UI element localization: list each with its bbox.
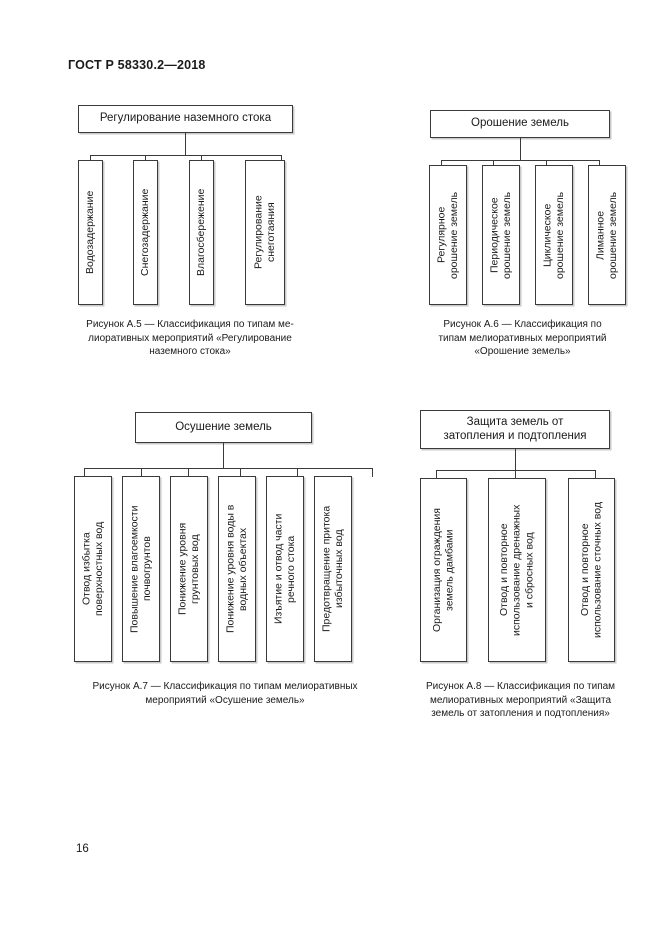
- diagram-a7-drop-3: [188, 468, 189, 477]
- figure-a5: Регулирование наземного стока Водозадерж…: [60, 100, 320, 315]
- diagram-a5-drop-4: [281, 155, 282, 161]
- diagram-a7-drop-4: [240, 468, 241, 477]
- diagram-a6-child-3: Циклическое орошение земель: [535, 165, 573, 305]
- diagram-a7-drop-1: [84, 468, 85, 477]
- diagram-a7-child-3: Понижение уровня грунтовых вод: [170, 476, 208, 662]
- diagram-a5-root-label: Регулирование наземного стока: [99, 112, 272, 125]
- figure-a8-caption: Рисунок А.8 — Классификация по типам мел…: [425, 681, 616, 719]
- diagram-a6-child-4: Лиманное орошение земель: [588, 165, 626, 305]
- diagram-a6-child-1: Регулярное орошение земель: [429, 165, 467, 305]
- diagram-a7-child-6-label: Предотвращение притока избыточных вод: [320, 505, 345, 633]
- diagram-a6-child-2: Периодическое орошение земель: [482, 165, 520, 305]
- diagram-a5-bus: [90, 155, 281, 156]
- diagram-a8-root-label: Защита земель от затопления и подтоплени…: [443, 415, 587, 442]
- diagram-a7-bus: [84, 468, 372, 469]
- diagram-a7-child-2-label: Повышение влагоемкости почвогрунтов: [128, 505, 153, 633]
- diagram-a5-drop-1: [90, 155, 91, 161]
- figure-a7: Осушение земель Отвод избытка поверхност…: [60, 405, 390, 670]
- diagram-a5-child-3: Влагосбережение: [189, 160, 214, 305]
- figure-a7-caption: Рисунок А.7 — Классификация по типам мел…: [92, 681, 358, 706]
- diagram-a8-child-3: Отвод и повторное использование сточных …: [568, 478, 615, 662]
- diagram-a7-drop-2: [141, 468, 142, 477]
- diagram-a7-trunk: [223, 443, 224, 468]
- diagram-a5-child-2-label: Снегозадержание: [139, 188, 152, 277]
- document-header: ГОСТ Р 58330.2—2018: [68, 58, 206, 72]
- diagram-a6-child-4-label: Лиманное орошение земель: [594, 191, 619, 279]
- diagram-a6-drop-2: [493, 160, 494, 166]
- diagram-a8-child-1-label: Организация ограждения земель дамбами: [430, 508, 456, 632]
- diagram-a8-child-3-label: Отвод и повторное использование сточных …: [578, 502, 604, 638]
- diagram-a7-child-5-label: Изъятие и отвод части речного стока: [272, 513, 297, 625]
- diagram-a7-child-4-label: Понижение уровня воды в водных объектах: [224, 504, 249, 634]
- diagram-a8-drop-3: [595, 470, 596, 479]
- diagram-a7-child-1: Отвод избытка поверхностных вод: [74, 476, 112, 662]
- diagram-a6-drop-3: [546, 160, 547, 166]
- diagram-a5-child-1: Водозадержание: [78, 160, 103, 305]
- diagram-a6-root-node: Орошение земель: [430, 110, 610, 138]
- diagram-a6-child-3-label: Циклическое орошение земель: [541, 191, 566, 279]
- figure-a8: Защита земель от затопления и подтоплени…: [400, 405, 640, 670]
- page-number: 16: [76, 843, 89, 855]
- diagram-a7-root-label: Осушение земель: [175, 420, 272, 433]
- diagram-a7-child-2: Повышение влагоемкости почвогрунтов: [122, 476, 160, 662]
- diagram-a6-trunk: [520, 138, 521, 160]
- diagram-a7-child-3-label: Понижение уровня грунтовых вод: [176, 522, 201, 616]
- diagram-a8-child-2: Отвод и повторное использование дренажны…: [488, 478, 546, 662]
- diagram-a7-child-1-label: Отвод избытка поверхностных вод: [80, 521, 105, 617]
- diagram-a5-drop-2: [145, 155, 146, 161]
- diagram-a8-drop-2: [515, 470, 516, 479]
- diagram-a8-root-node: Защита земель от затопления и подтоплени…: [420, 410, 610, 449]
- diagram-a7-root-node: Осушение земель: [135, 412, 312, 443]
- diagram-a5-trunk: [185, 133, 186, 155]
- diagram-a7-drop-5: [297, 468, 298, 477]
- diagram-a5-child-1-label: Водозадержание: [84, 190, 97, 275]
- diagram-a5-root-node: Регулирование наземного стока: [78, 105, 293, 133]
- diagram-a5-child-2: Снегозадержание: [133, 160, 158, 305]
- diagram-a6-child-1-label: Регулярное орошение земель: [435, 191, 460, 279]
- diagram-a8-drop-1: [436, 470, 437, 479]
- diagram-a6-drop-4: [599, 160, 600, 166]
- diagram-a5-child-4: Регулирование снеготаяния: [245, 160, 285, 305]
- diagram-a7-child-6: Предотвращение притока избыточных вод: [314, 476, 352, 662]
- diagram-a5-drop-3: [201, 155, 202, 161]
- diagram-a7-child-4: Понижение уровня воды в водных объектах: [218, 476, 256, 662]
- diagram-a8-trunk: [515, 449, 516, 470]
- diagram-a8-child-2-label: Отвод и повторное использование дренажны…: [498, 504, 536, 636]
- figure-a6-caption: Рисунок А.6 — Классификация по типам мел…: [438, 319, 607, 357]
- figure-a6: Орошение земель Регулярное орошение земе…: [405, 100, 640, 315]
- figure-a5-caption: Рисунок А.5 — Классификация по типам ме-…: [86, 319, 294, 357]
- diagram-a8-child-1: Организация ограждения земель дамбами: [420, 478, 467, 662]
- diagram-a6-bus: [441, 160, 599, 161]
- diagram-a6-root-label: Орошение земель: [471, 117, 569, 130]
- diagram-a7-drop-6: [372, 468, 373, 477]
- diagram-a6-child-2-label: Периодическое орошение земель: [488, 191, 513, 279]
- diagram-a5-child-4-label: Регулирование снеготаяния: [252, 195, 277, 270]
- diagram-a5-child-3-label: Влагосбережение: [195, 188, 208, 277]
- diagram-a7-child-5: Изъятие и отвод части речного стока: [266, 476, 304, 662]
- diagram-a6-drop-1: [441, 160, 442, 166]
